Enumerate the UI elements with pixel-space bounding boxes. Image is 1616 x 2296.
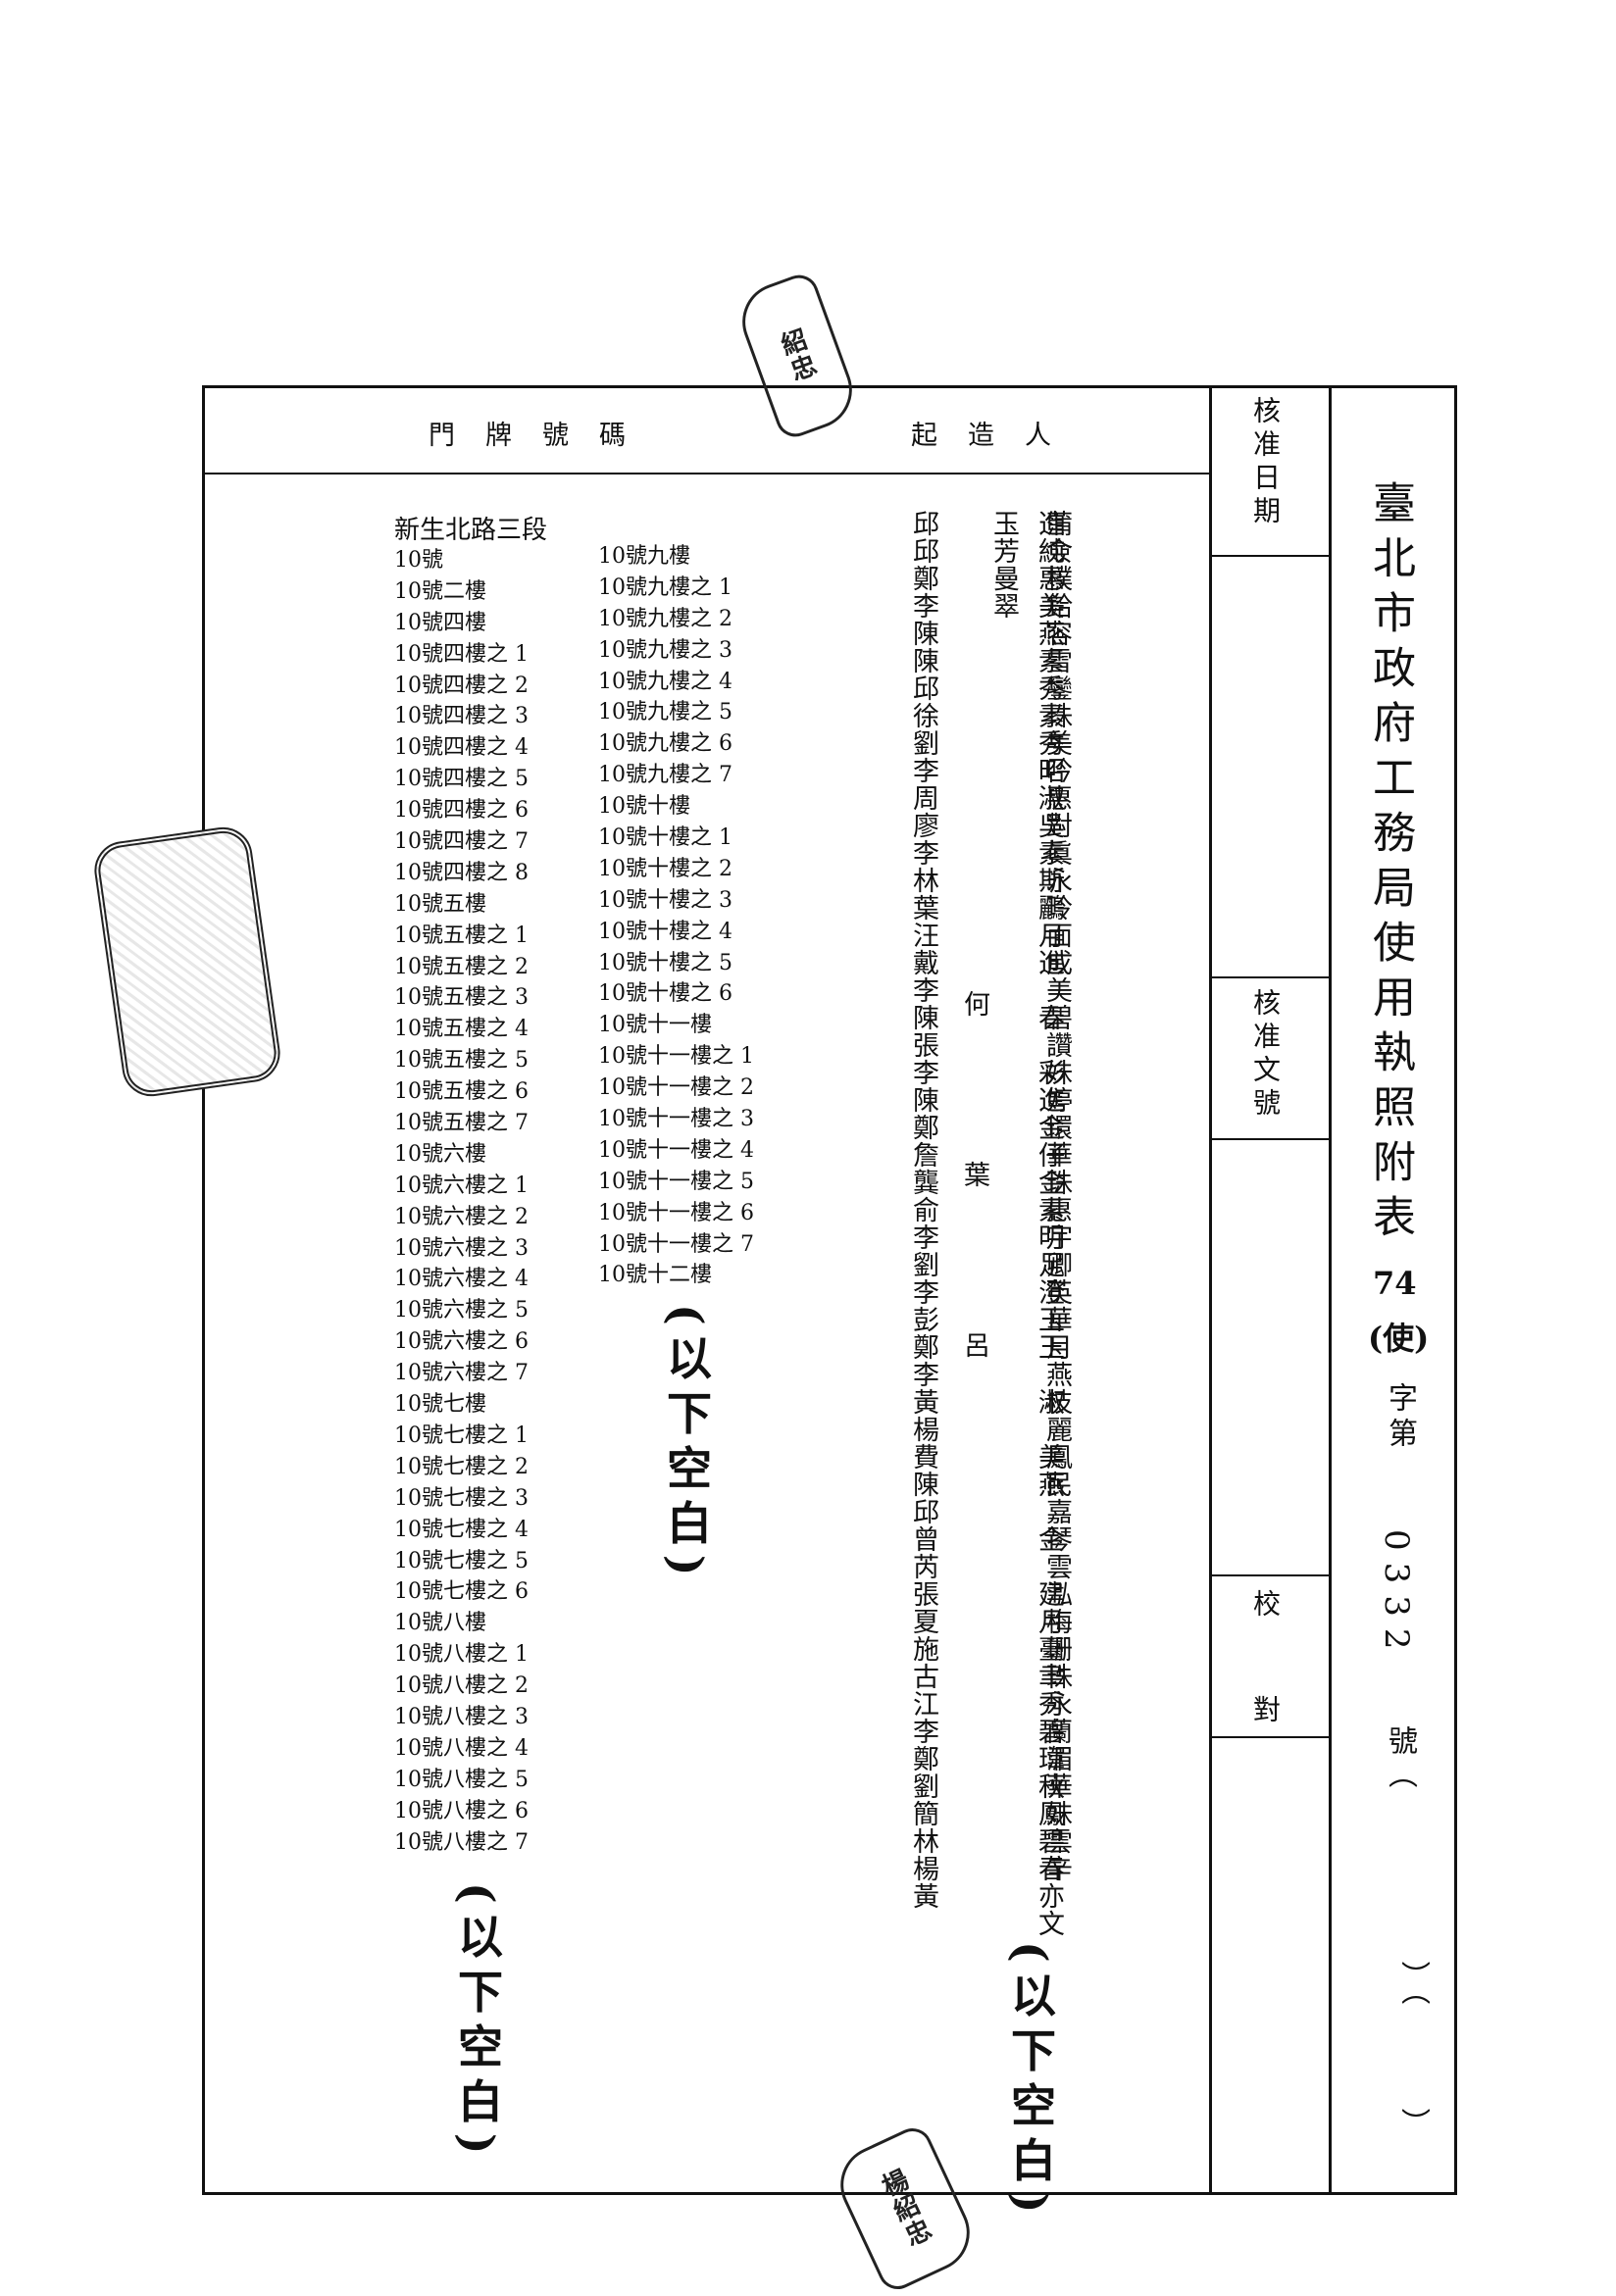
address-item: 10號九樓 bbox=[598, 544, 690, 569]
proofread-divider-bottom bbox=[1209, 1736, 1329, 1738]
address-item: 10號九樓之 2 bbox=[598, 606, 732, 631]
address-item: 10號七樓之 5 bbox=[394, 1548, 529, 1573]
address-item: 10號六樓 bbox=[394, 1141, 486, 1167]
address-list-1: 10號 10號二樓 10號四樓 10號四樓之 1 10號四樓之 2 10號四樓之 3 10號… bbox=[394, 545, 529, 1858]
address-item: 10號九樓之 3 bbox=[598, 637, 732, 663]
address-item: 10號十一樓之 4 bbox=[598, 1137, 754, 1163]
address-item: 10號五樓之 5 bbox=[394, 1048, 529, 1073]
address-item: 10號五樓之 7 bbox=[394, 1111, 529, 1136]
address-item: 10號十二樓 bbox=[598, 1263, 712, 1288]
builder-names-col-3: 邱邱鄭李陳陳邱徐劉李周廖李林葉汪戴李陳張李陳鄭詹龔俞李劉李彭鄭李黃楊費陳邱曾芮張… bbox=[908, 510, 938, 1910]
builder-names-col-1: 蒲僉樸鉿容雪鑾珠美吟惠對眞永玲面成美碧讚妹婷環華珠惠宇卿英華月燕枝麗鳳民嘉琴雲泓… bbox=[1041, 510, 1072, 1882]
address-item: 10號九樓之 6 bbox=[598, 731, 732, 757]
address-item: 10號七樓之 1 bbox=[394, 1423, 529, 1448]
address-item: 10號五樓之 4 bbox=[394, 1017, 529, 1042]
approve-no-label: 核准文號 bbox=[1249, 988, 1282, 1122]
form-frame: 門 牌 號 碼 起 造 人 核准日期 核准文號 校 對 bbox=[202, 385, 1457, 2195]
address-item: 10號七樓 bbox=[394, 1392, 486, 1418]
address-item: 10號四樓之 4 bbox=[394, 735, 529, 761]
road-name: 新生北路三段 bbox=[394, 516, 548, 545]
address-item: 10號九樓之 4 bbox=[598, 669, 732, 694]
address-item: 10號七樓之 2 bbox=[394, 1454, 529, 1479]
address-item: 10號十一樓之 1 bbox=[598, 1044, 754, 1070]
blank-note-address-1: (以下空白) bbox=[451, 1882, 504, 2165]
permit-zi-label: 字第 bbox=[1383, 1382, 1417, 1453]
address-item: 10號四樓之 1 bbox=[394, 641, 529, 667]
address-item: 10號七樓之 4 bbox=[394, 1517, 529, 1542]
address-item: 10號十樓 bbox=[598, 794, 690, 820]
address-item: 10號四樓之 7 bbox=[394, 829, 529, 855]
address-item: 10號十樓之 5 bbox=[598, 950, 732, 975]
address-item: 10號六樓之 7 bbox=[394, 1361, 529, 1386]
address-item: 10號十樓之 3 bbox=[598, 887, 732, 913]
blank-note-address-2: (以下空白) bbox=[660, 1304, 713, 1586]
permit-hao-label: 號（ bbox=[1383, 1725, 1417, 1792]
address-item: 10號七樓之 6 bbox=[394, 1579, 529, 1605]
address-item: 10號四樓之 6 bbox=[394, 798, 529, 824]
builder-names-col-2: 進純惠美燕素秀素秀昭淑吳素斯鸝月進 春 彩進金仔金素明足澄玉玉 淑 美燕 金 建… bbox=[988, 510, 1064, 1937]
address-item: 10號二樓 bbox=[394, 578, 486, 604]
blank-note-names: (以下空白) bbox=[1004, 1941, 1057, 2223]
address-item: 10號七樓之 3 bbox=[394, 1485, 529, 1511]
builder-column-header: 起 造 人 bbox=[911, 421, 1053, 451]
address-item: 10號八樓之 5 bbox=[394, 1767, 529, 1792]
address-item: 10號六樓之 5 bbox=[394, 1298, 529, 1323]
address-item: 10號六樓之 3 bbox=[394, 1235, 529, 1261]
approve-date-label: 核准日期 bbox=[1249, 396, 1282, 529]
proofread-label: 校 對 bbox=[1249, 1589, 1282, 1748]
header-divider bbox=[205, 473, 1209, 474]
address-item: 10號九樓之 7 bbox=[598, 763, 732, 788]
address-item: 10號八樓之 4 bbox=[394, 1735, 529, 1761]
divider-title-panel bbox=[1329, 388, 1332, 2192]
address-item: 10號五樓之 2 bbox=[394, 954, 529, 979]
no-label-divider-bottom bbox=[1209, 1138, 1329, 1140]
address-item: 10號十一樓之 6 bbox=[598, 1200, 754, 1225]
proofread-divider-top bbox=[1209, 1574, 1329, 1576]
divider-right-panel bbox=[1209, 388, 1212, 2192]
address-item: 10號十樓之 4 bbox=[598, 919, 732, 944]
address-item: 10號四樓之 2 bbox=[394, 673, 529, 698]
permit-year: 74 bbox=[1373, 1265, 1417, 1302]
address-item: 10號五樓 bbox=[394, 891, 486, 917]
address-item: 10號十樓之 2 bbox=[598, 856, 732, 881]
address-item: 10號四樓之 8 bbox=[394, 860, 529, 885]
address-column-header: 門 牌 號 碼 bbox=[429, 421, 628, 451]
address-item: 10號 bbox=[394, 548, 443, 573]
address-item: 10號八樓 bbox=[394, 1611, 486, 1636]
document-title: 臺北市政府工務局使用執照附表 bbox=[1365, 480, 1415, 1249]
address-item: 10號八樓之 1 bbox=[394, 1642, 529, 1668]
address-item: 10號五樓之 6 bbox=[394, 1079, 529, 1105]
address-item: 10號十一樓之 7 bbox=[598, 1231, 754, 1257]
address-item: 10號六樓之 6 bbox=[394, 1329, 529, 1355]
builder-names-col-4: 何 葉 呂 bbox=[959, 990, 989, 1417]
address-item: 10號四樓 bbox=[394, 610, 486, 635]
address-item: 10號十樓之 1 bbox=[598, 825, 732, 851]
address-item: 10號六樓之 4 bbox=[394, 1267, 529, 1292]
permit-serial: 0332 bbox=[1377, 1529, 1416, 1662]
address-item: 10號八樓之 6 bbox=[394, 1798, 529, 1823]
address-item: 10號四樓之 5 bbox=[394, 767, 529, 792]
address-item: 10號十樓之 6 bbox=[598, 981, 732, 1007]
address-item: 10號十一樓之 3 bbox=[598, 1107, 754, 1132]
address-item: 10號五樓之 3 bbox=[394, 985, 529, 1011]
permit-paren-2: ） bbox=[1395, 2108, 1430, 2137]
permit-kind: (使) bbox=[1368, 1320, 1430, 1357]
address-item: 10號十一樓之 2 bbox=[598, 1075, 754, 1101]
address-item: 10號八樓之 3 bbox=[394, 1704, 529, 1729]
address-item: 10號九樓之 1 bbox=[598, 574, 732, 600]
date-box-divider bbox=[1209, 555, 1329, 557]
address-item: 10號八樓之 2 bbox=[394, 1673, 529, 1699]
address-item: 10號八樓之 7 bbox=[394, 1829, 529, 1855]
address-item: 10號十一樓之 5 bbox=[598, 1169, 754, 1194]
address-item: 10號五樓之 1 bbox=[394, 923, 529, 948]
address-item: 10號六樓之 1 bbox=[394, 1173, 529, 1198]
no-label-divider-top bbox=[1209, 976, 1329, 978]
address-item: 10號九樓之 5 bbox=[598, 700, 732, 725]
address-item: 10號十一樓 bbox=[598, 1013, 712, 1038]
address-item: 10號六樓之 2 bbox=[394, 1204, 529, 1229]
address-list-2: 10號九樓 10號九樓之 1 10號九樓之 2 10號九樓之 3 10號九樓之 4 10號… bbox=[598, 541, 754, 1291]
permit-paren-1: ）（ bbox=[1395, 1961, 1430, 2005]
address-item: 10號四樓之 3 bbox=[394, 704, 529, 729]
